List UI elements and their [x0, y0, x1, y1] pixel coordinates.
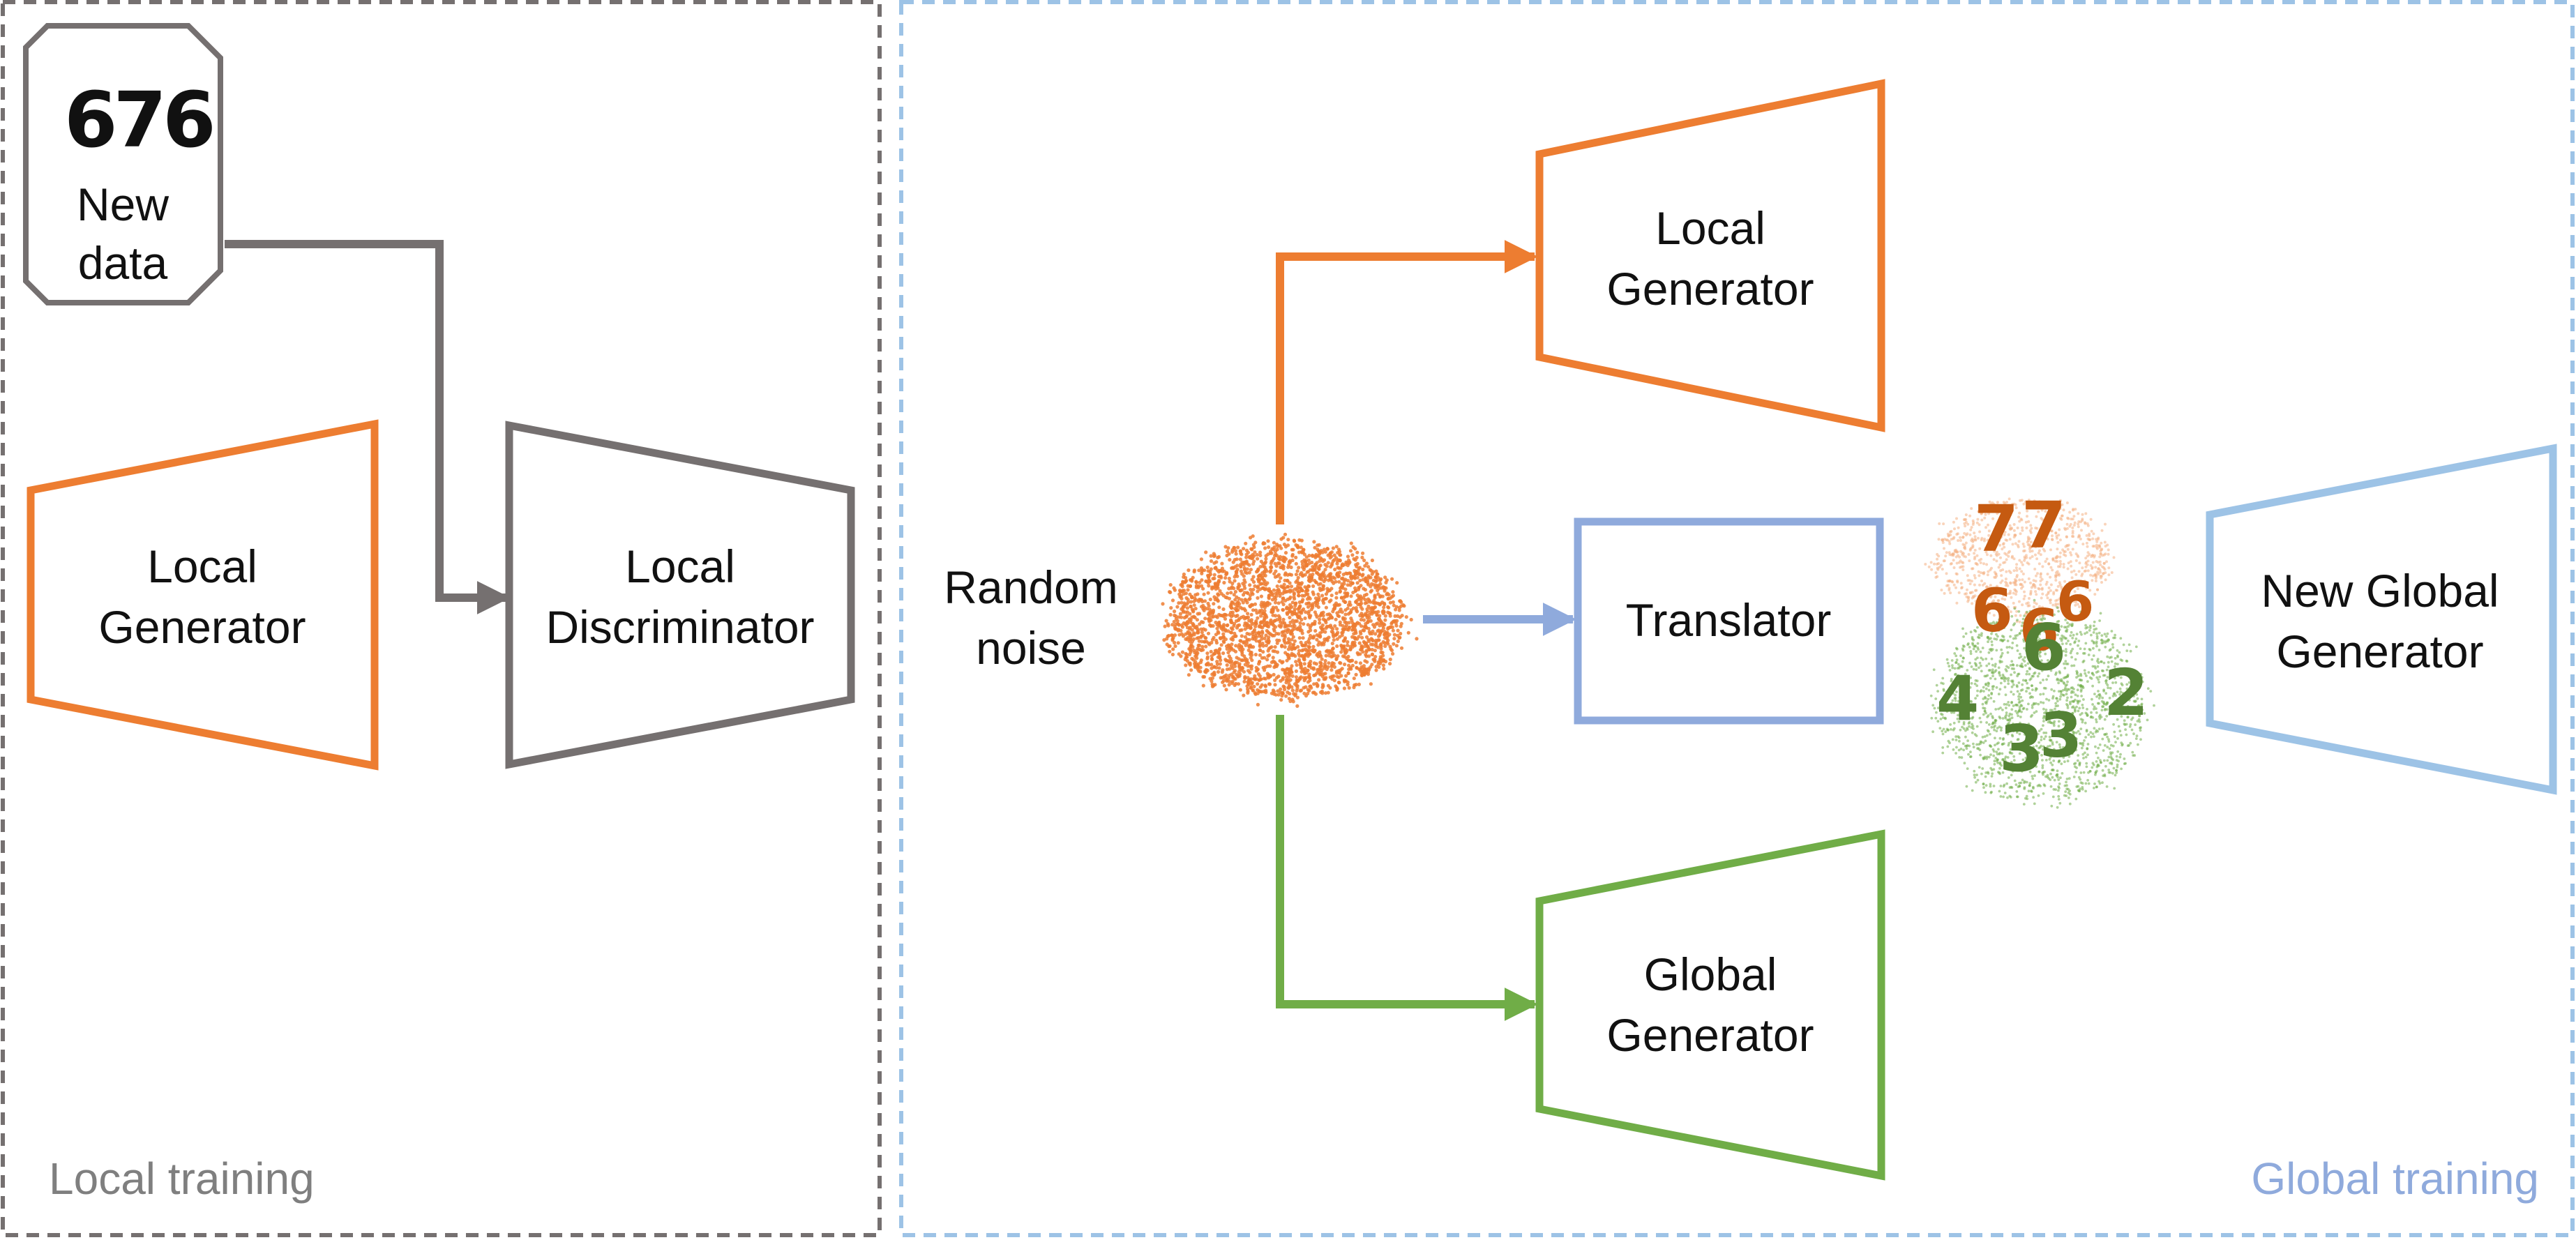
local-training-region	[1, 0, 882, 1237]
global-training-region	[899, 0, 2575, 1237]
global-training-label: Global training	[2251, 1154, 2539, 1204]
local-discriminator-line1: Local	[625, 540, 735, 592]
local-generator-global-line2: Generator	[1606, 263, 1814, 315]
local-generator-left-line2: Generator	[98, 601, 306, 653]
generated-samples: 7 7 6 6 6 6 4 3 3 2	[1924, 488, 2155, 809]
new-data-label-line2: data	[78, 237, 168, 289]
sample-digit-green-3: 3	[1999, 711, 2044, 786]
sample-digit-orange-5: 6	[2019, 598, 2059, 664]
local-training-label: Local training	[49, 1154, 315, 1204]
noise-to-global-generator-arrow	[1276, 715, 1538, 1021]
random-noise-label-line1: Random	[944, 561, 1117, 613]
new-data-digits: 676	[64, 75, 212, 165]
sample-digit-green-4: 3	[2040, 700, 2082, 771]
random-noise-label-line2: noise	[976, 622, 1086, 674]
random-noise-cloud	[1161, 532, 1419, 709]
new-global-generator-line2: Generator	[2276, 626, 2483, 677]
sample-digit-orange-2: 7	[2021, 488, 2066, 563]
local-discriminator: Local Discriminator	[505, 421, 855, 769]
global-generator-line2: Generator	[1606, 1009, 1814, 1061]
local-generator-left-line1: Local	[147, 540, 257, 592]
sample-digit-orange-4: 6	[2056, 571, 2094, 634]
new-data-label-line1: New	[77, 179, 169, 230]
new-data-arrow	[225, 240, 511, 614]
local-generator-left: Local Generator	[27, 419, 379, 771]
new-global-generator-line1: New Global	[2261, 565, 2499, 617]
local-discriminator-line2: Discriminator	[545, 601, 814, 653]
generated-samples-cloud	[1924, 497, 2155, 809]
translator: Translator	[1574, 517, 1884, 725]
global-generator: Global Generator	[1535, 829, 1885, 1181]
sample-digit-orange-1: 7	[1974, 492, 2019, 566]
sample-digit-green-1: 6	[2021, 610, 2066, 685]
sample-digit-green-2: 4	[1936, 663, 1979, 734]
sample-digit-green-5: 2	[2104, 656, 2148, 730]
sample-digit-orange-3: 6	[1971, 576, 2013, 646]
local-generator-global: Local Generator	[1535, 79, 1885, 432]
global-generator-line1: Global	[1644, 948, 1777, 1000]
new-data-box: 676 New data	[23, 23, 223, 305]
translator-label: Translator	[1626, 594, 1832, 646]
noise-to-local-generator-arrow	[1276, 240, 1538, 524]
local-generator-global-line1: Local	[1655, 202, 1765, 254]
new-global-generator: New Global Generator	[2206, 444, 2557, 795]
